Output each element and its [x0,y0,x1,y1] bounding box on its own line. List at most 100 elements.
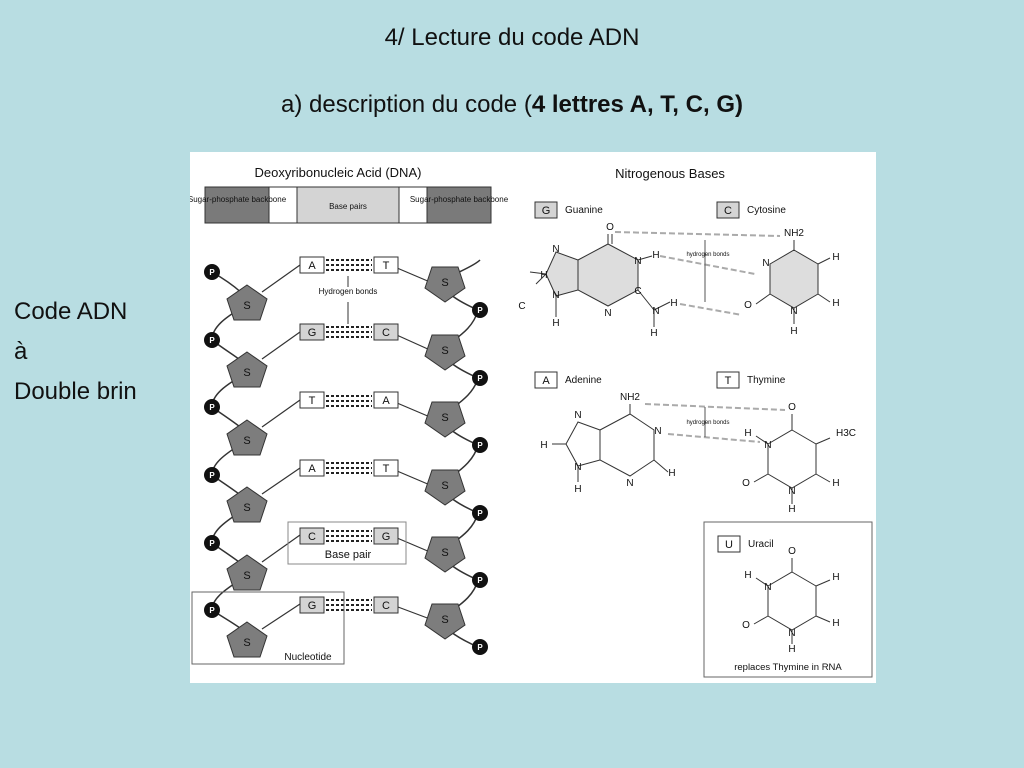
base-left: G [308,327,317,339]
hydrogen-bonds-small-2: hydrogen bonds [686,420,729,426]
atom: H [788,644,795,655]
atom: O [606,222,614,233]
atom: N [574,462,581,473]
atom: N [626,478,633,489]
atom: H [540,440,547,451]
sugars-left: S S S S S S [226,284,268,658]
subtitle-plain: a) description du code ( [281,91,532,118]
base-pair-row-6: G C [299,596,399,614]
phosphate-icon [472,572,488,588]
sugar-icon [424,469,466,506]
sugar-label: S [243,367,250,379]
at-hbonds [644,403,786,443]
sugar-label: S [243,502,250,514]
atom: O [788,402,796,413]
atom: N [552,244,559,255]
atom: C [518,301,525,312]
base-pair-row-5: C G Base pair [287,521,407,565]
base-right: C [382,600,390,612]
uracil-panel: U Uracil O H H N H N H O replaces Thymin… [703,521,873,678]
atom: H [744,570,751,581]
sugar-label: S [243,570,250,582]
atom: N [788,486,795,497]
bar-left-label: Sugar-phosphate backbone [190,195,287,204]
phosphate-icon [472,437,488,453]
base-left: T [309,395,316,407]
phosphate-icon [204,399,220,415]
thymine-structure: O H3C H N H N H O [742,402,856,515]
sugar-icon [226,284,268,321]
base-right: C [382,327,390,339]
atom: H [652,250,659,261]
atom: H [832,252,839,263]
phosphate-icon [204,467,220,483]
phosphate-label: P [477,643,483,652]
atom: H [832,478,839,489]
sugar-icon [226,554,268,591]
phosphate-icon [204,535,220,551]
atom: O [742,620,750,631]
atom: H [668,468,675,479]
atom: N [634,256,641,267]
base-left: G [308,600,317,612]
atom: H3C [836,428,856,439]
base-right: T [383,260,390,272]
guanine-structure: O N H C N H H N N H C N H [518,222,677,339]
dna-figure-svg: Deoxyribonucleic Acid (DNA) Sugar-phosph… [190,165,873,678]
atom: H [670,298,677,309]
base-left: A [308,260,316,272]
dna-figure: Deoxyribonucleic Acid (DNA) Sugar-phosph… [190,152,876,683]
adenine-name: Adenine [565,375,602,386]
slide-title: 4/ Lecture du code ADN [384,24,640,51]
adenine-structure: NH2 N H N N H N H [540,392,675,495]
phosphate-icon [204,264,220,280]
gc-hbonds [614,231,781,316]
atom: N [790,306,797,317]
nucleotide-box [191,591,345,665]
atom: O [744,300,752,311]
dna-bar: Sugar-phosphate backbone Base pairs Suga… [190,186,509,224]
cytosine-letter: C [724,205,732,217]
phosphate-icon [472,302,488,318]
base-right: A [382,395,390,407]
phosphate-label: P [477,509,483,518]
sugar-label: S [441,412,448,424]
nucleotide-label: Nucleotide [284,652,332,663]
atom: O [788,546,796,557]
guanine-name: Guanine [565,205,603,216]
uracil-note: replaces Thymine in RNA [734,662,842,673]
atom: H [832,298,839,309]
sugar-icon [424,401,466,438]
atom: N [604,308,611,319]
sugars-right: S S S S S S [424,266,466,640]
atom: H [552,318,559,329]
sugar-label: S [441,345,448,357]
atom: H [650,328,657,339]
base-pair-label: Base pair [325,549,372,561]
atom: N [552,290,559,301]
phosphate-label: P [477,374,483,383]
base-pair-row-4: A T [299,459,399,477]
phosphate-icon [472,639,488,655]
phosphate-label: P [209,606,215,615]
sugar-icon [226,621,268,658]
sugar-icon [424,603,466,640]
hydrogen-bonds-small-1: hydrogen bonds [686,252,729,258]
uracil-letter: U [725,539,733,551]
sugar-label: S [243,637,250,649]
sugar-icon [226,486,268,523]
cytosine-structure: NH2 H H N N H O [744,228,840,337]
phosphate-label: P [209,471,215,480]
adenine-letter: A [542,375,550,387]
atom: C [634,286,641,297]
side-line-1: Code ADN [14,298,128,325]
atom: H [540,270,547,281]
bar-right-label: Sugar-phosphate backbone [410,195,509,204]
cytosine-name: Cytosine [747,205,786,216]
atom: N [574,410,581,421]
atom: N [764,582,771,593]
phosphate-icon [204,332,220,348]
phosphate-icon [204,602,220,618]
phosphate-icon [472,505,488,521]
sugar-label: S [441,547,448,559]
